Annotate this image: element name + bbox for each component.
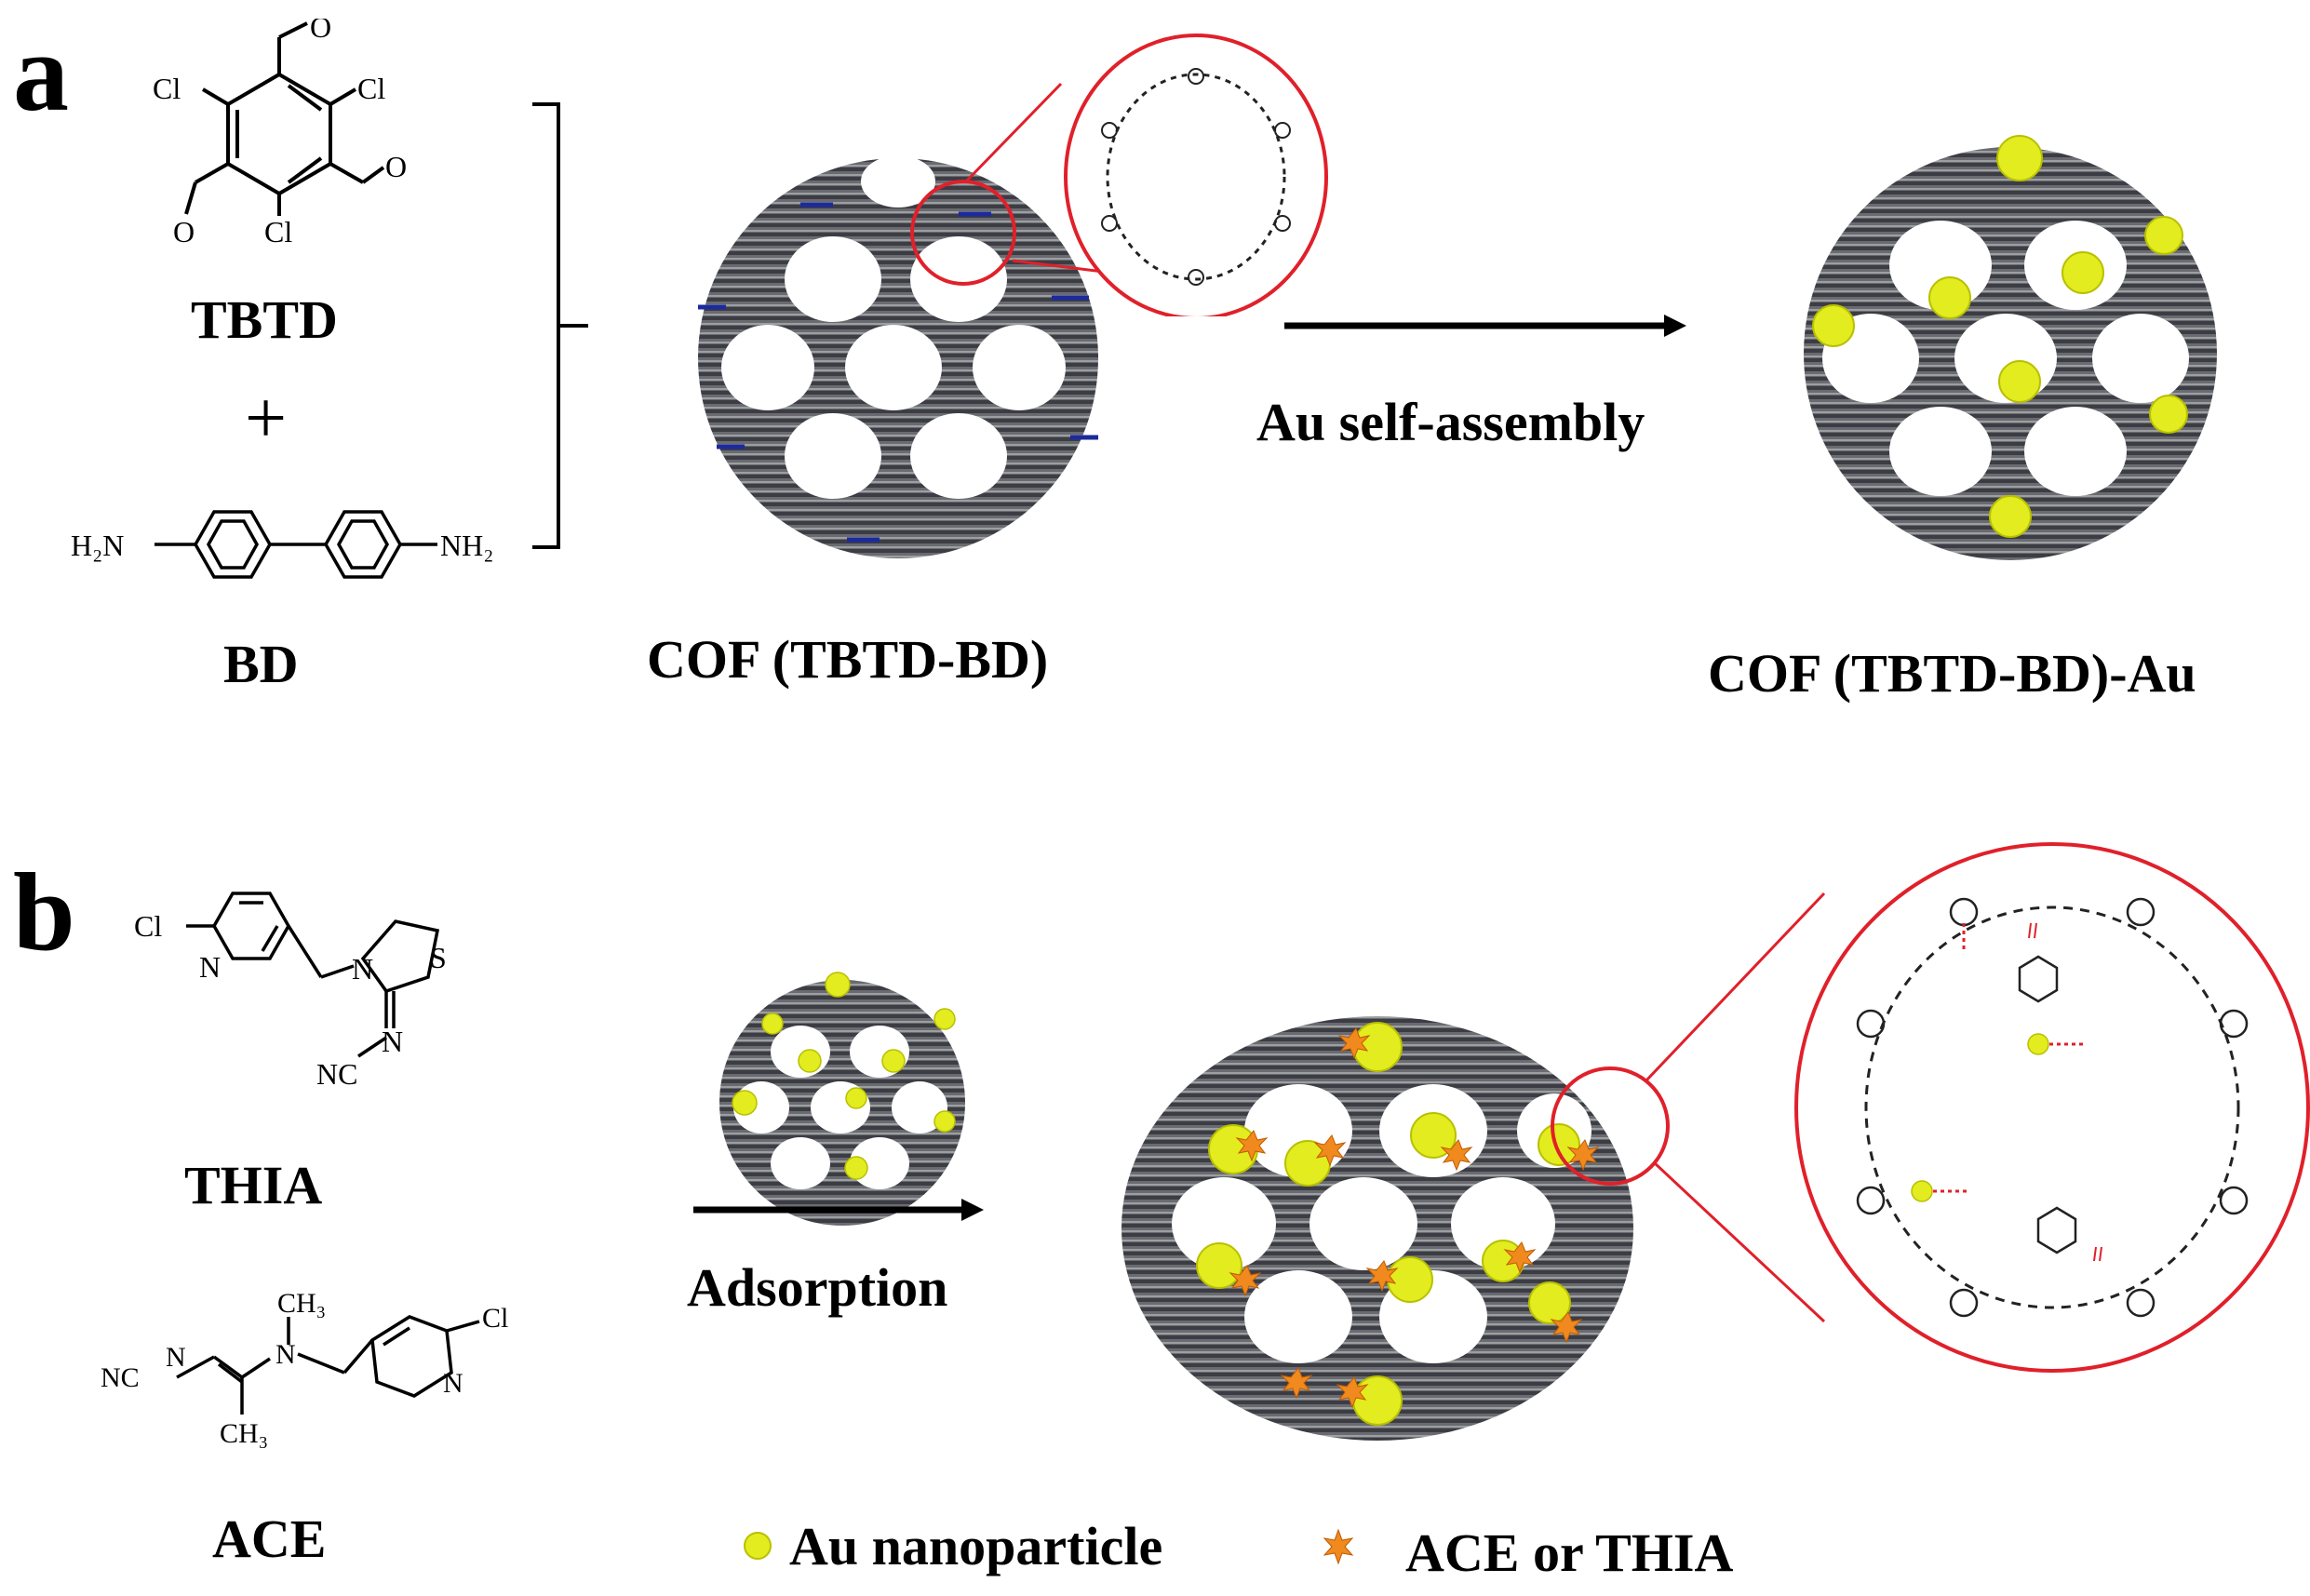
tbtd-label: TBTD bbox=[191, 289, 338, 350]
small-cof-au bbox=[719, 972, 965, 1226]
cof-au-framework bbox=[1804, 135, 2217, 560]
thia-structure: Cl N N S N NC bbox=[134, 892, 447, 1091]
reaction-bracket bbox=[532, 102, 588, 549]
thia-s: S bbox=[430, 941, 447, 974]
cof-au-label: COF (TBTD-BD)-Au bbox=[1708, 643, 2196, 704]
panel-letter-a: a bbox=[13, 10, 69, 134]
plus-sign: + bbox=[245, 378, 288, 460]
ace-n-imine: N bbox=[166, 1342, 186, 1373]
ace-cl: Cl bbox=[482, 1303, 508, 1334]
ace-label: ACE bbox=[212, 1509, 327, 1569]
thia-n-imine: N bbox=[382, 1025, 403, 1058]
bd-nh2: NH₂ bbox=[440, 529, 493, 562]
thia-nc: NC bbox=[316, 1057, 357, 1091]
ace-nc: NC bbox=[101, 1362, 140, 1393]
cof-label: COF (TBTD-BD) bbox=[647, 629, 1049, 690]
au-legend-label: Au nanoparticle bbox=[789, 1516, 1163, 1576]
cof-framework bbox=[698, 155, 1098, 558]
bd-structure: H₂N NH₂ bbox=[71, 510, 493, 579]
binding-zoom-callout bbox=[1551, 842, 2310, 1373]
ace-n-amine: N bbox=[275, 1339, 296, 1370]
tbtd-o-left: O bbox=[173, 215, 195, 248]
bd-label: BD bbox=[223, 634, 299, 694]
au-legend-swatch bbox=[744, 1532, 772, 1560]
ace-ch3-bottom: CH₃ bbox=[220, 1418, 268, 1449]
thia-label: THIA bbox=[184, 1155, 323, 1215]
ace-n-ring: N bbox=[443, 1368, 463, 1399]
adsorption-label: Adsorption bbox=[687, 1257, 948, 1318]
pore-zoom-callout bbox=[910, 34, 1328, 316]
tbtd-o-right: O bbox=[385, 150, 407, 183]
bd-h2n: H₂N bbox=[71, 529, 124, 562]
tbtd-cl-bottom: Cl bbox=[264, 215, 292, 248]
thia-cl: Cl bbox=[134, 909, 162, 943]
panel-letter-b: b bbox=[13, 850, 75, 973]
tbtd-o-top: O bbox=[310, 19, 331, 44]
ace-structure: NC N N CH₃ CH₃ N Cl bbox=[101, 1288, 508, 1449]
ace-thia-legend-swatch bbox=[1323, 1528, 1354, 1565]
thia-n-ring: N bbox=[199, 950, 221, 984]
thia-n: N bbox=[352, 952, 373, 986]
ace-thia-legend-label: ACE or THIA bbox=[1405, 1522, 1734, 1583]
tbtd-structure: O O O Cl Cl Cl bbox=[153, 19, 407, 248]
self-assembly-label: Au self-assembly bbox=[1256, 392, 1645, 452]
tbtd-cl-left: Cl bbox=[153, 72, 181, 105]
tbtd-cl-right: Cl bbox=[357, 72, 385, 105]
self-assembly-arrow bbox=[1284, 315, 1686, 337]
adsorption-arrow bbox=[693, 1199, 984, 1221]
ace-ch3-top: CH₃ bbox=[277, 1288, 326, 1319]
